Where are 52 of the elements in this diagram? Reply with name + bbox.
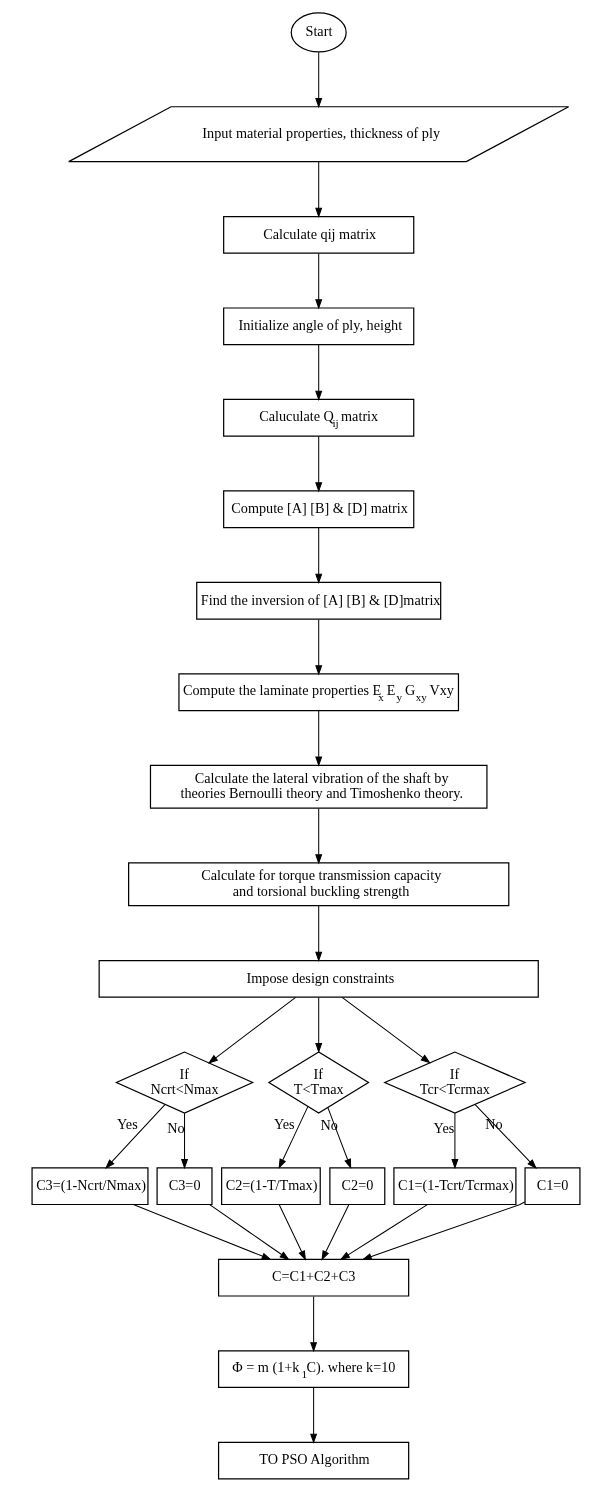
arrow bbox=[339, 1204, 428, 1261]
arrow bbox=[314, 253, 322, 310]
arrow bbox=[278, 1204, 306, 1261]
arrow bbox=[278, 1106, 308, 1169]
arrow bbox=[314, 808, 322, 865]
node-box: Calculate the lateral vibration of the shaft by theories Bernoulli theory and Timoshenko theory. bbox=[149, 764, 488, 809]
edge-label: No bbox=[319, 1116, 338, 1133]
arrow bbox=[314, 997, 322, 1054]
node-box: C2=(1-T/Tmax) bbox=[220, 1167, 321, 1206]
node-box: Impose design constraints bbox=[98, 959, 539, 998]
node-box: Find the inversion of [A] [B] & [D]matrix bbox=[195, 581, 441, 620]
arrow bbox=[314, 527, 322, 584]
edge-label: Yes bbox=[433, 1119, 454, 1136]
arrow bbox=[207, 996, 296, 1064]
node-box: C=C1+C2+C3 bbox=[217, 1258, 409, 1297]
arrow bbox=[314, 161, 322, 218]
arrow bbox=[314, 618, 322, 676]
node-box: C1=0 bbox=[523, 1167, 581, 1206]
arrow bbox=[450, 1112, 458, 1170]
arrow bbox=[132, 1204, 272, 1260]
node-box: Compute [A] [B] & [D] matrix bbox=[222, 490, 414, 529]
edge-label: Yes bbox=[273, 1116, 295, 1133]
node-box: C2=0 bbox=[328, 1167, 385, 1206]
node-box: Initialize angle of ply, height bbox=[222, 307, 414, 346]
node-box: TO PSO Algorithm bbox=[217, 1441, 409, 1480]
edge-label: No bbox=[166, 1119, 185, 1136]
node-box: Caluculate Q$_{ij}$ matrix bbox=[222, 398, 414, 437]
node-diamond: If T<Tmax bbox=[267, 1051, 370, 1114]
node-box: Calculate for torque transmission capacity and torsional buckling strength bbox=[127, 862, 509, 907]
arrow bbox=[309, 1387, 317, 1444]
node-box: Compute the laminate properties E$_{x}$ E$_{y}$ G$_{xy}$ Vxy bbox=[177, 673, 459, 712]
node-ellipse: Start bbox=[290, 12, 347, 53]
arrow bbox=[326, 1107, 351, 1170]
arrow bbox=[314, 710, 322, 767]
arrow bbox=[314, 51, 322, 109]
arrow bbox=[341, 996, 431, 1064]
arrow bbox=[474, 1104, 537, 1169]
node-box: C3=0 bbox=[156, 1167, 213, 1206]
node-box: C1=(1-Tcrt/Tcrmax) bbox=[392, 1167, 516, 1206]
node-box: C3=(1-Ncrt/Nmax) bbox=[30, 1167, 149, 1206]
arrow bbox=[314, 435, 322, 493]
node-box: Calculate qij matrix bbox=[222, 215, 414, 254]
arrow bbox=[320, 1204, 349, 1261]
arrow bbox=[314, 905, 322, 963]
edge-label: Yes bbox=[116, 1116, 138, 1133]
arrow bbox=[180, 1112, 188, 1170]
arrow bbox=[309, 1295, 317, 1353]
node-box: Φ = m (1+k$_{1}$C). where k=10 bbox=[217, 1350, 409, 1389]
arrow bbox=[361, 1201, 525, 1260]
arrow bbox=[208, 1204, 290, 1261]
arrow bbox=[314, 344, 322, 401]
arrow bbox=[104, 1104, 165, 1169]
